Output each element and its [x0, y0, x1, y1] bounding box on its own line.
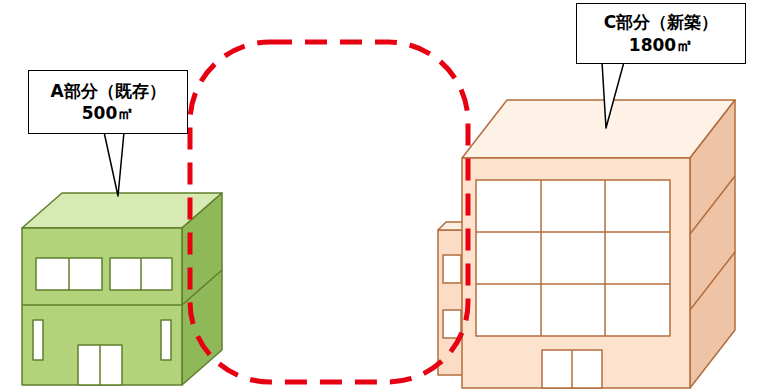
- callout-box: C部分（新築）1800㎡: [576, 3, 746, 64]
- new-building: [438, 100, 735, 388]
- callout-tail: [104, 132, 124, 196]
- callout-box: A部分（既存）500㎡: [28, 70, 188, 134]
- floor-area: 500㎡: [82, 102, 135, 124]
- part-name: A部分（既存）: [50, 80, 165, 102]
- callout-tail: [602, 62, 624, 128]
- part-name: C部分（新築）: [604, 11, 718, 33]
- floor-area: 1800㎡: [629, 34, 693, 56]
- dashed-area: [190, 42, 468, 382]
